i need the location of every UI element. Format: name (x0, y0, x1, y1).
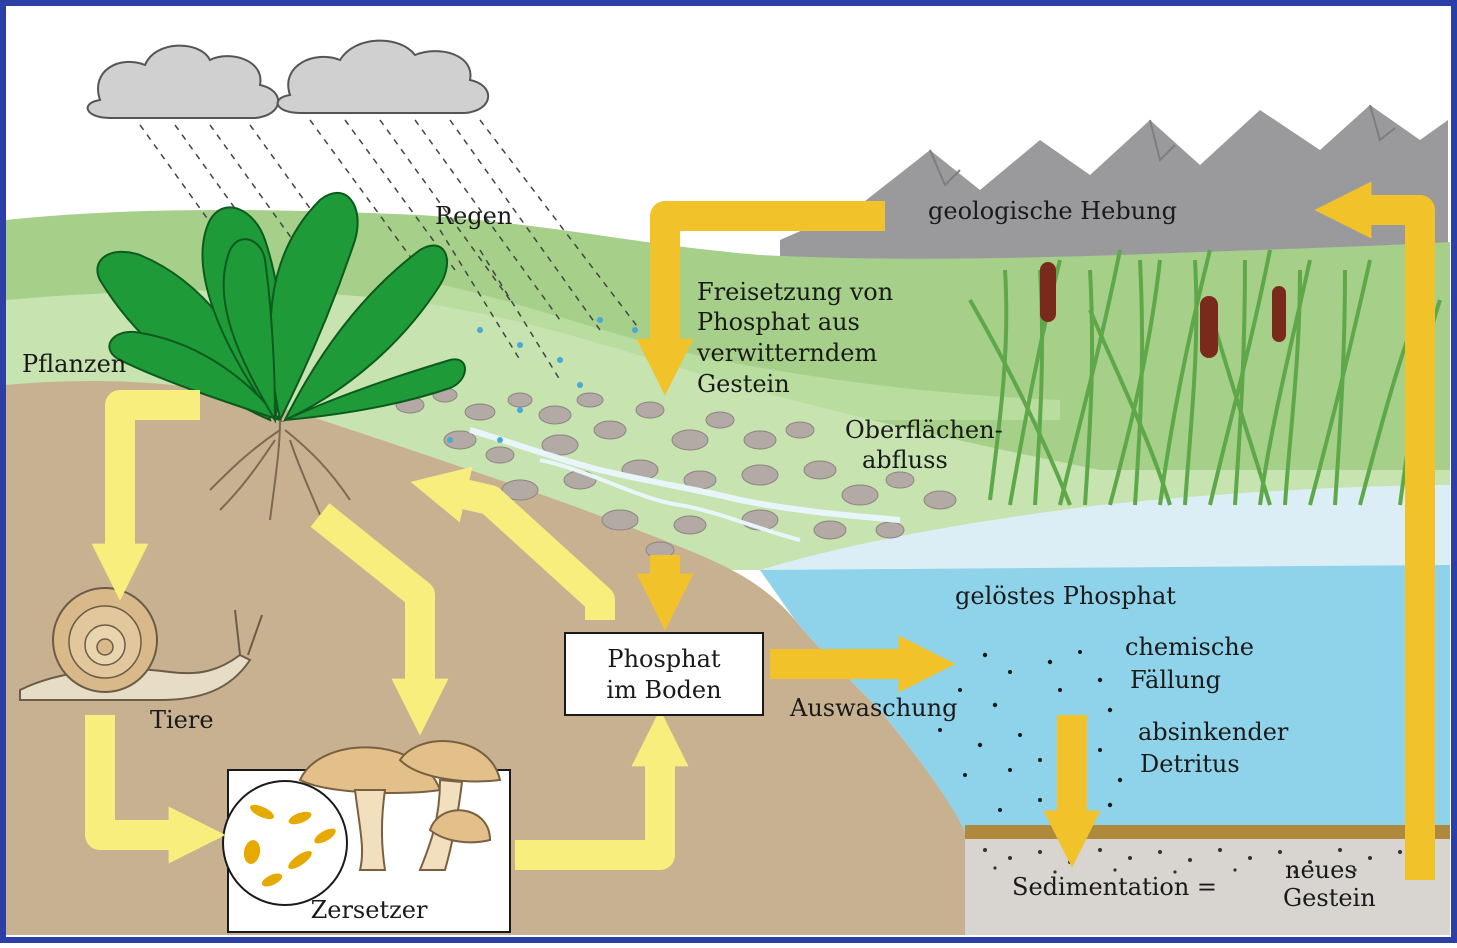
label-geological-uplift: geologische Hebung (928, 197, 1177, 225)
label-rain: Regen (435, 202, 512, 230)
label-runoff-2: abfluss (862, 446, 948, 474)
label-release-4: Gestein (697, 370, 790, 398)
label-plants: Pflanzen (22, 350, 126, 378)
label-sedimentation: Sedimentation = (1012, 873, 1217, 901)
label-chemical-1: chemische (1125, 633, 1254, 661)
label-leaching: Auswaschung (789, 694, 957, 722)
label-animals: Tiere (150, 706, 214, 734)
label-soil-phosphate-2: im Boden (606, 676, 721, 704)
label-release-3: verwitterndem (696, 339, 877, 367)
label-new-rock-1: neues (1285, 856, 1357, 884)
label-soil-phosphate-1: Phosphat (607, 645, 721, 673)
bacteria-circle (223, 781, 347, 905)
label-new-rock-2: Gestein (1283, 884, 1376, 912)
label-dissolved-phosphate: gelöstes Phosphat (955, 582, 1176, 610)
sediment-layer (965, 825, 1450, 839)
label-detritus-1: absinkender (1138, 718, 1289, 746)
label-decomposers: Zersetzer (311, 896, 428, 924)
label-runoff-1: Oberflächen- (845, 416, 1003, 444)
label-detritus-2: Detritus (1140, 750, 1240, 778)
label-release-2: Phosphat aus (697, 308, 860, 336)
label-chemical-2: Fällung (1130, 666, 1221, 694)
label-release-1: Freisetzung von (697, 278, 893, 306)
